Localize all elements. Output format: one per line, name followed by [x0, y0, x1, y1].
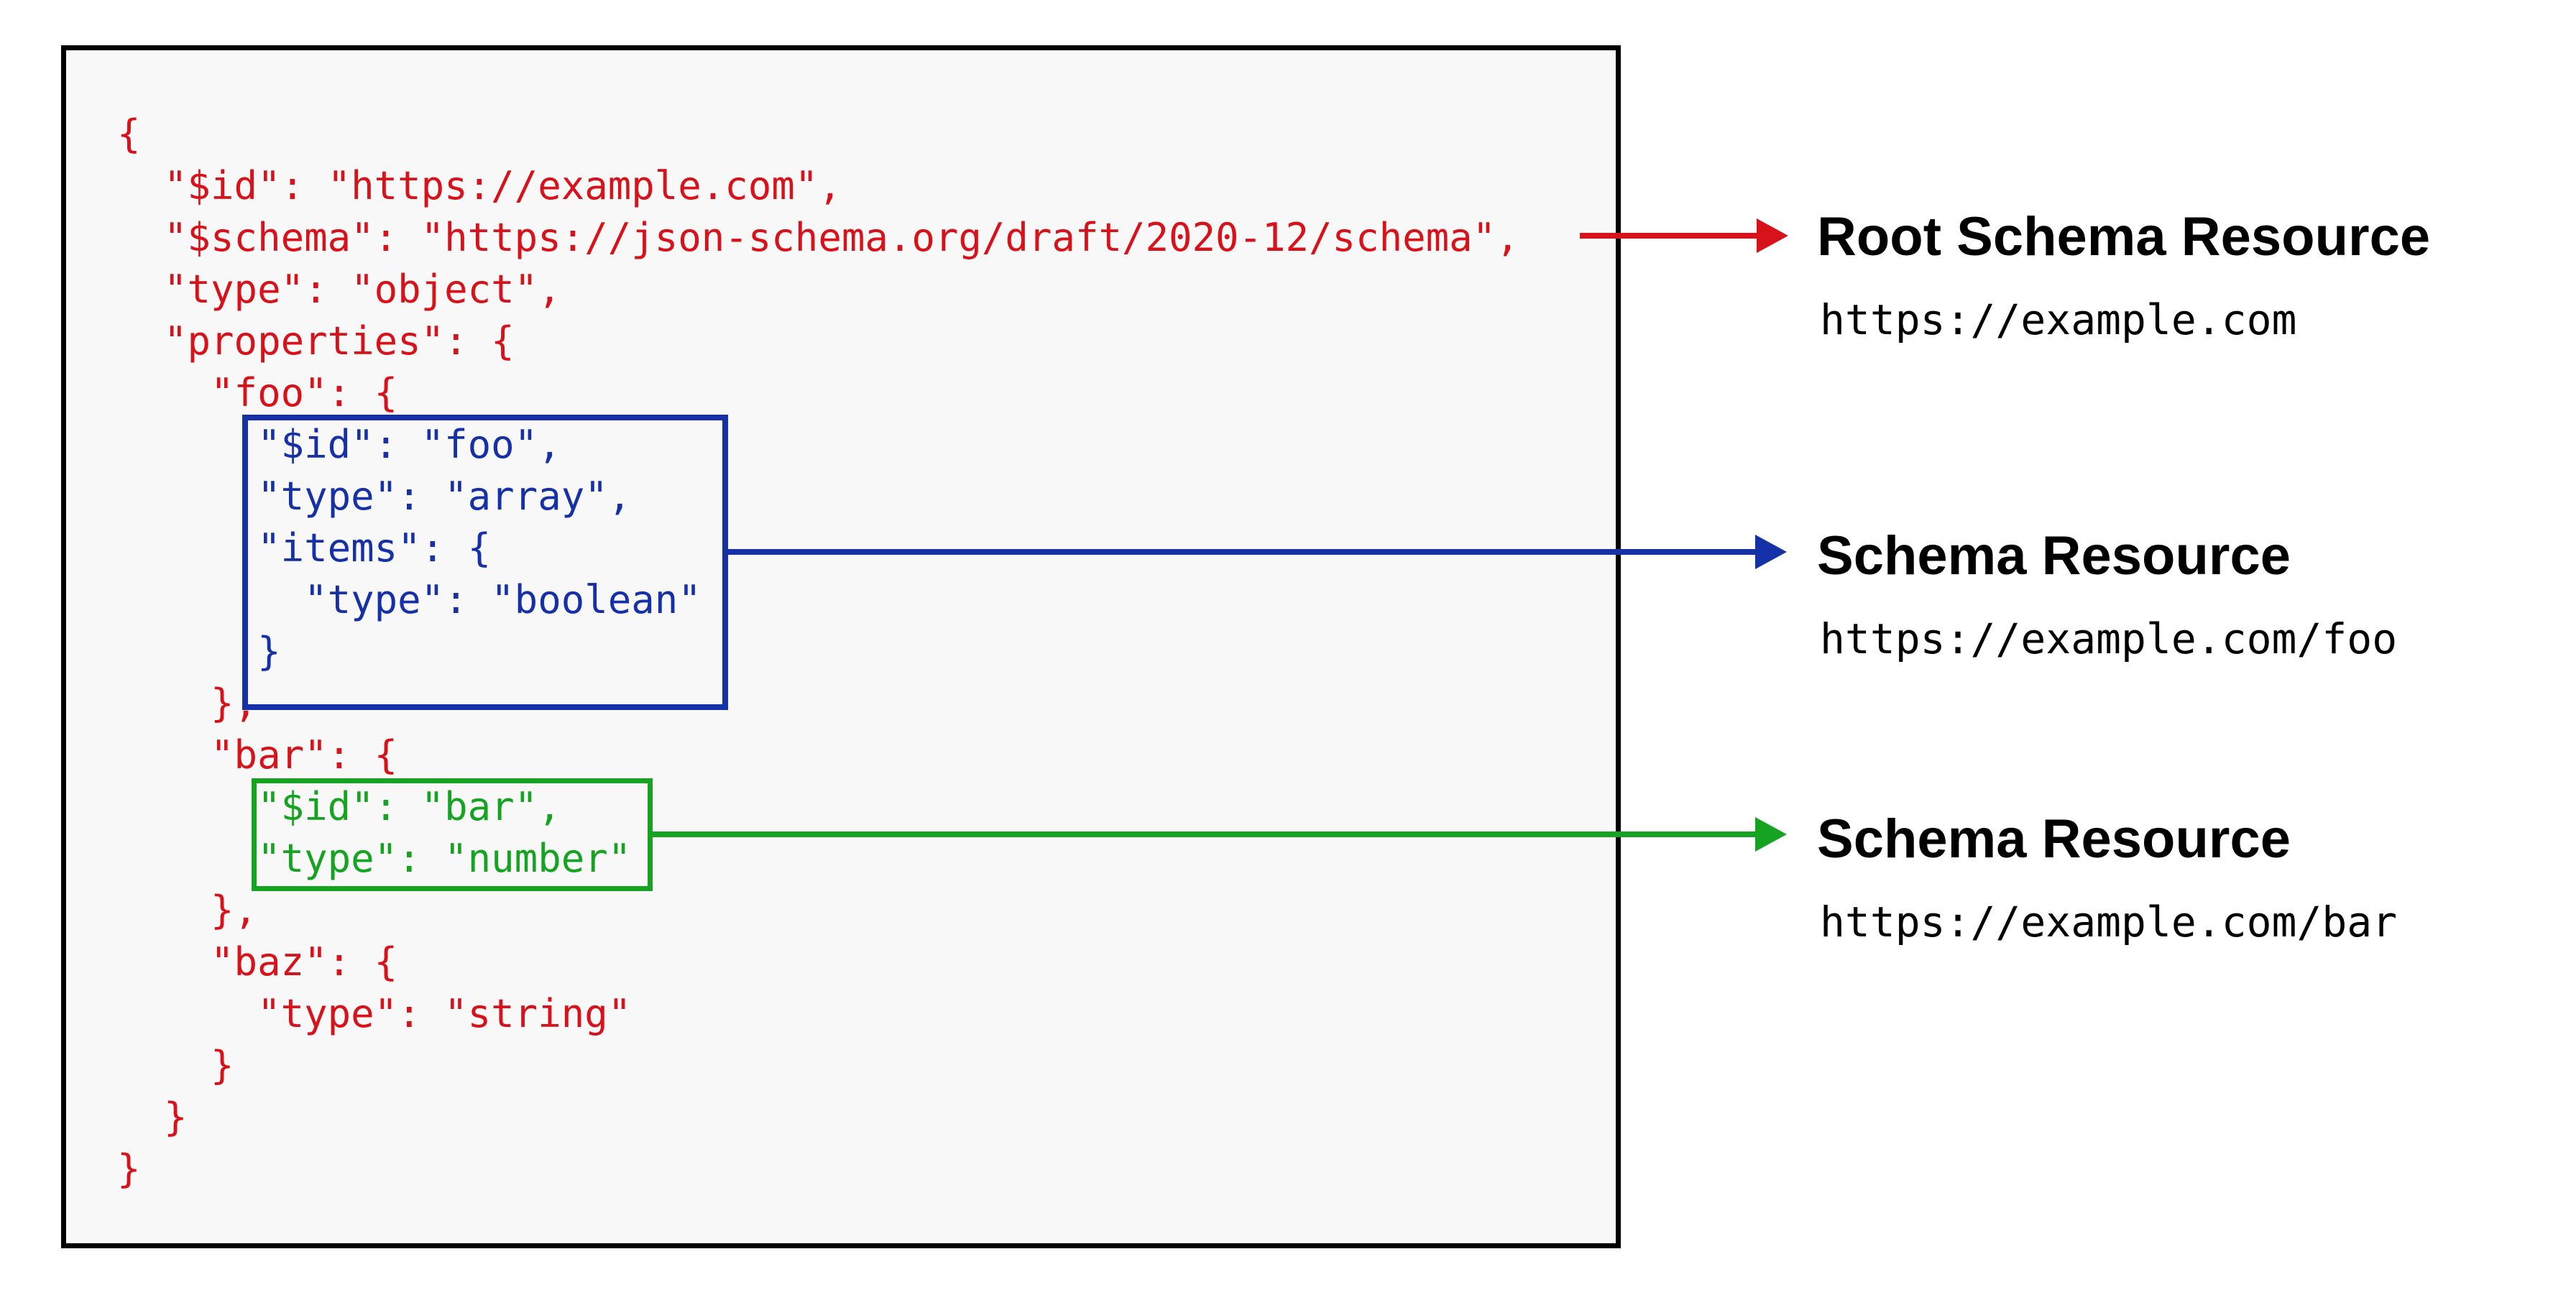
code-line: "items": { — [117, 525, 492, 571]
code-line: "type": "object", — [117, 267, 561, 312]
code-line: "$id": "bar", — [117, 784, 561, 829]
code-line: "$schema": "https://json-schema.org/draf… — [117, 215, 1519, 260]
code-line: } — [117, 1146, 141, 1192]
label-foo-schema-url: https://example.com/foo — [1820, 614, 2398, 663]
code-line: { — [117, 111, 141, 157]
arrow-shaft — [648, 831, 1757, 837]
label-bar-schema-url: https://example.com/bar — [1820, 898, 2398, 946]
root-schema-panel — [61, 45, 1621, 1248]
code-line: } — [117, 1043, 234, 1088]
label-bar-schema-resource: Schema Resource — [1817, 808, 2291, 870]
code-line: "$id": "foo", — [117, 422, 561, 467]
code-line: } — [117, 1094, 188, 1140]
code-line: "properties": { — [117, 318, 515, 364]
arrow-head-icon — [1755, 535, 1787, 569]
code-line: "type": "array", — [117, 474, 632, 519]
code-line: "bar": { — [117, 732, 398, 778]
arrow-head-icon — [1757, 218, 1788, 253]
code-line: }, — [117, 681, 258, 726]
schema-code: { "$id": "https://example.com", "$schema… — [117, 109, 1519, 1195]
code-line: "type": "boolean" — [117, 577, 702, 622]
code-line: "type": "string" — [117, 991, 632, 1036]
code-line: "type": "number" — [117, 836, 632, 881]
code-line: "$id": "https://example.com", — [117, 163, 842, 208]
code-line: } — [117, 629, 281, 674]
arrow-shaft — [724, 549, 1757, 555]
label-root-schema-url: https://example.com — [1820, 295, 2297, 344]
label-root-schema-resource: Root Schema Resource — [1817, 206, 2431, 267]
code-line: }, — [117, 888, 258, 933]
arrow-head-icon — [1755, 817, 1787, 852]
code-line: "baz": { — [117, 939, 398, 985]
code-line: "foo": { — [117, 370, 398, 415]
label-foo-schema-resource: Schema Resource — [1817, 525, 2291, 586]
arrow-shaft — [1580, 233, 1758, 239]
